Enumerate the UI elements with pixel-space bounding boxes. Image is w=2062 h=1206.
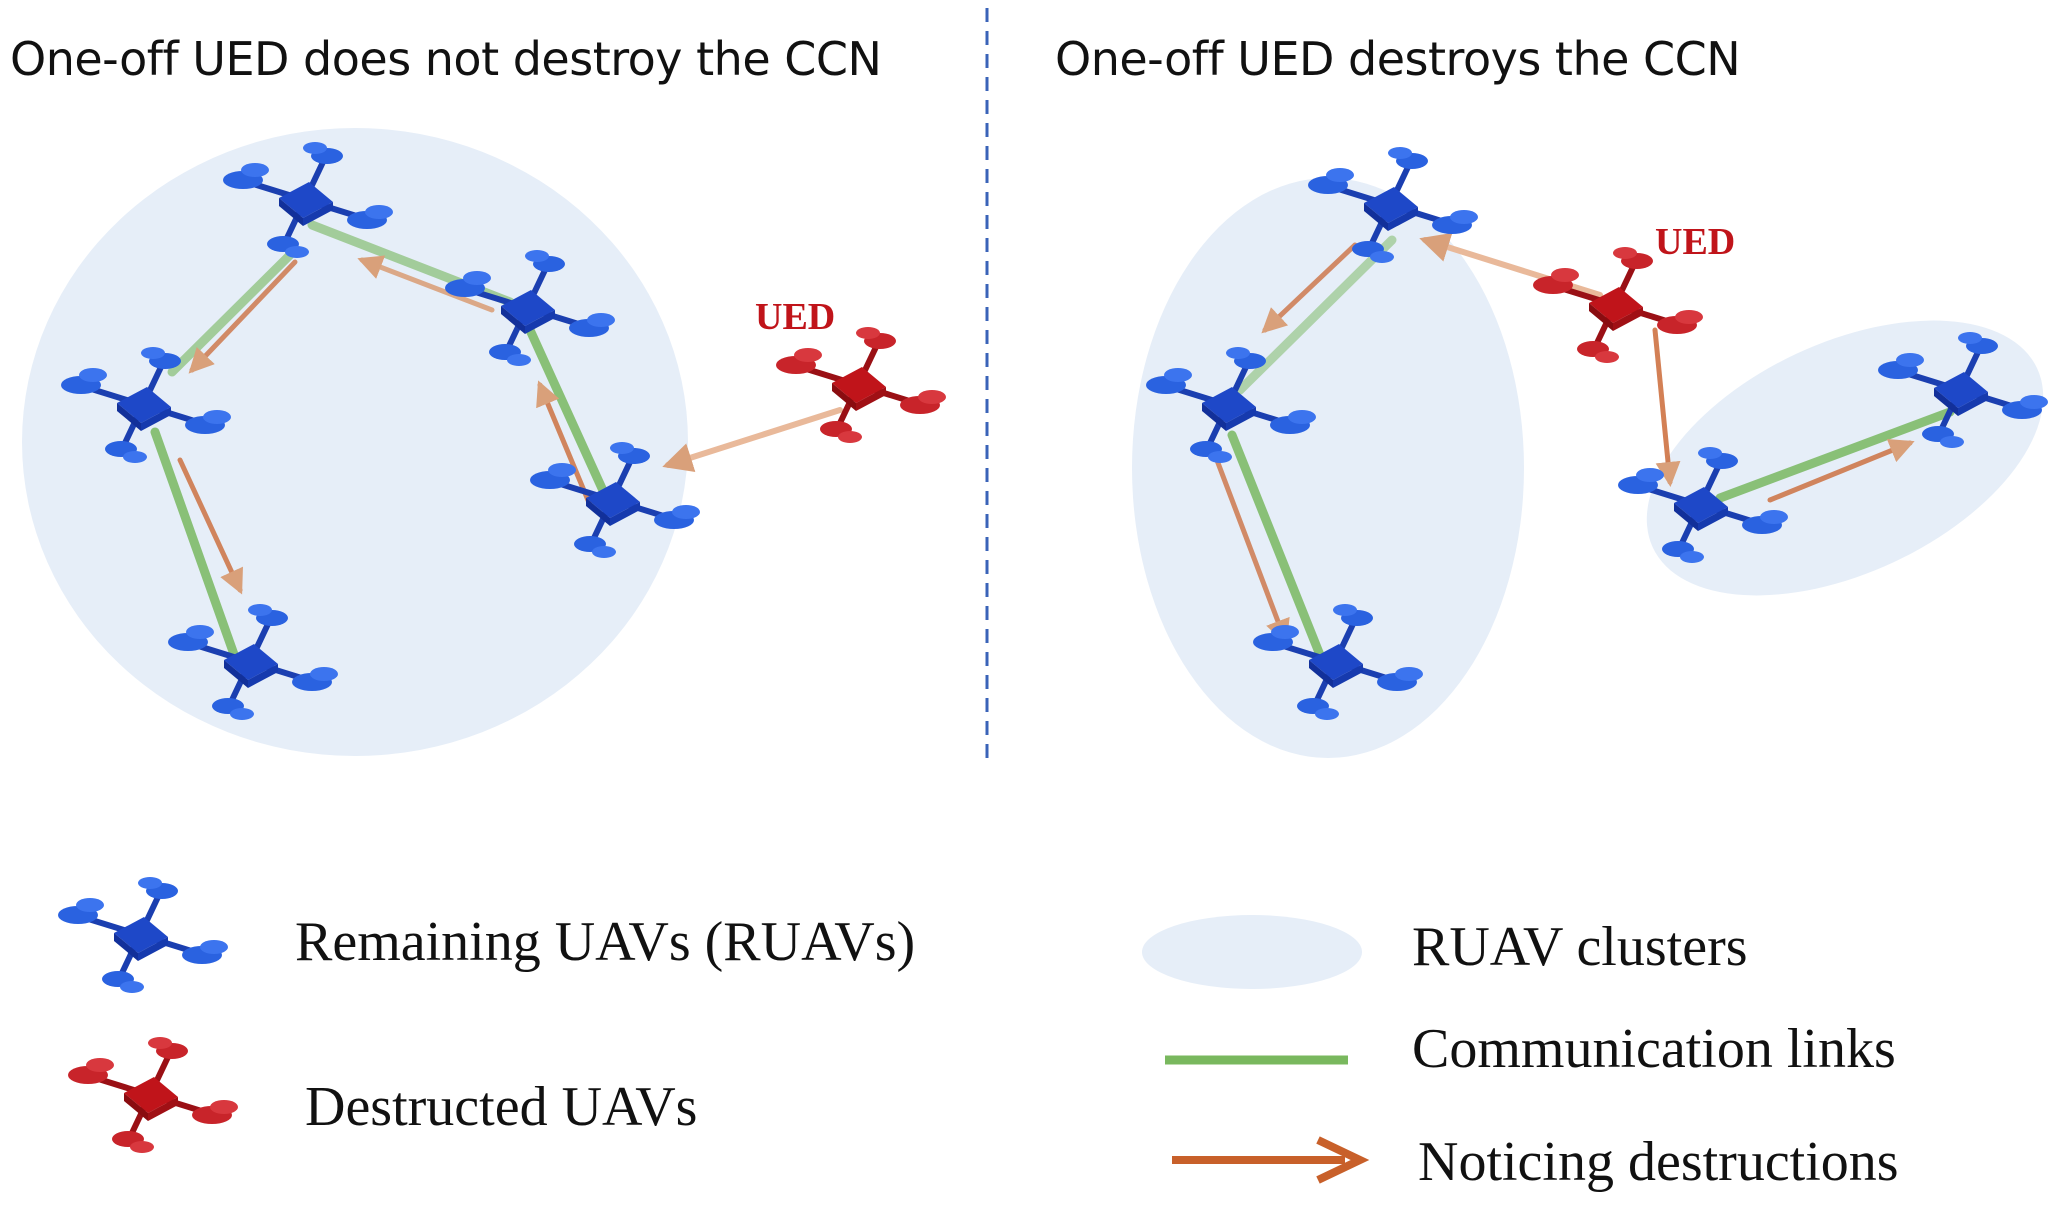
legend-destructed-label: Destructed UAVs bbox=[305, 1076, 698, 1138]
legend-noticing-label: Noticing destructions bbox=[1418, 1131, 1899, 1193]
left-ruav-cluster bbox=[22, 128, 688, 756]
legend-cluster-swatch bbox=[1142, 915, 1362, 989]
left-ued-label: UED bbox=[755, 296, 836, 338]
legend-clusters-label: RUAV clusters bbox=[1412, 916, 1748, 978]
right-ued-drone bbox=[1533, 247, 1703, 363]
legend-remaining-label: Remaining UAVs (RUAVs) bbox=[295, 911, 916, 973]
legend-links-label: Communication links bbox=[1412, 1018, 1896, 1080]
right-panel-title: One-off UED destroys the CCN bbox=[1055, 32, 1741, 86]
legend-destructed-icon bbox=[68, 1037, 238, 1153]
legend-notice-swatch bbox=[1172, 1136, 1370, 1184]
right-ued-label: UED bbox=[1655, 221, 1736, 263]
right-panel bbox=[1132, 147, 2062, 758]
legend-ruav-icon bbox=[58, 877, 228, 993]
right-ruav-cluster-left bbox=[1132, 178, 1524, 758]
right-communication-links bbox=[1227, 235, 1955, 665]
left-panel-title: One-off UED does not destroy the CCN bbox=[10, 32, 882, 86]
legend bbox=[58, 877, 1370, 1184]
left-panel bbox=[22, 128, 946, 756]
left-noticing-arrows bbox=[177, 255, 843, 595]
left-ued-drone bbox=[776, 327, 946, 443]
